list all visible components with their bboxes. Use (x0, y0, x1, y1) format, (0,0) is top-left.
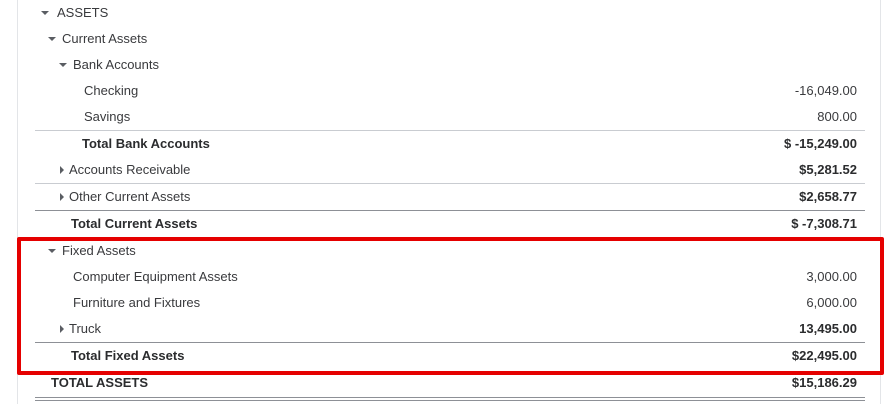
total-current-assets-label: Total Current Assets (71, 216, 198, 231)
row-truck[interactable]: Truck 13,495.00 (0, 316, 892, 342)
report-right-border (880, 0, 881, 404)
row-furniture[interactable]: Furniture and Fixtures 6,000.00 (0, 290, 892, 316)
row-current-assets[interactable]: Current Assets (0, 26, 892, 52)
other-current-assets-label: Other Current Assets (69, 189, 191, 204)
furniture-label[interactable]: Furniture and Fixtures (73, 295, 201, 310)
caret-right-icon[interactable] (57, 184, 67, 210)
caret-down-icon[interactable] (58, 52, 68, 78)
computer-equipment-label[interactable]: Computer Equipment Assets (73, 269, 238, 284)
row-assets[interactable]: ASSETS (0, 0, 892, 26)
accounts-receivable-label: Accounts Receivable (69, 162, 191, 177)
computer-equipment-amount[interactable]: 3,000.00 (806, 269, 857, 284)
savings-label[interactable]: Savings (84, 109, 131, 124)
row-total-current-assets: Total Current Assets $ -7,308.71 (0, 211, 892, 237)
row-total-fixed-assets: Total Fixed Assets $22,495.00 (0, 343, 892, 369)
double-underline-top (35, 397, 865, 398)
row-accounts-receivable[interactable]: Accounts Receivable $5,281.52 (0, 157, 892, 183)
bank-accounts-label: Bank Accounts (73, 57, 159, 72)
divider (35, 130, 865, 131)
savings-amount[interactable]: 800.00 (817, 109, 857, 124)
divider (35, 342, 865, 343)
total-assets-label: TOTAL ASSETS (51, 375, 149, 390)
row-total-bank-accounts: Total Bank Accounts $ -15,249.00 (0, 131, 892, 157)
fixed-assets-label: Fixed Assets (62, 243, 136, 258)
report-left-border (17, 0, 18, 404)
other-current-assets-amount[interactable]: $2,658.77 (799, 189, 857, 204)
truck-amount[interactable]: 13,495.00 (799, 321, 857, 336)
caret-down-icon[interactable] (47, 26, 57, 52)
row-savings[interactable]: Savings 800.00 (0, 104, 892, 130)
row-computer-equipment[interactable]: Computer Equipment Assets 3,000.00 (0, 264, 892, 290)
total-fixed-assets-amount[interactable]: $22,495.00 (791, 348, 857, 363)
accounts-receivable-amount[interactable]: $5,281.52 (799, 162, 857, 177)
total-fixed-assets-label: Total Fixed Assets (71, 348, 185, 363)
assets-label: ASSETS (57, 5, 109, 20)
current-assets-label: Current Assets (62, 31, 148, 46)
total-assets-amount[interactable]: $15,186.29 (791, 375, 857, 390)
total-bank-accounts-label: Total Bank Accounts (82, 136, 210, 151)
divider (35, 183, 865, 184)
divider (35, 210, 865, 211)
row-total-assets: TOTAL ASSETS $15,186.29 (0, 370, 892, 396)
total-current-assets-amount[interactable]: $ -7,308.71 (791, 216, 857, 231)
caret-right-icon[interactable] (57, 316, 67, 342)
furniture-amount[interactable]: 6,000.00 (806, 295, 857, 310)
row-other-current-assets[interactable]: Other Current Assets $2,658.77 (0, 184, 892, 210)
double-underline-bottom (35, 400, 865, 401)
total-bank-accounts-amount[interactable]: $ -15,249.00 (783, 136, 857, 151)
caret-down-icon[interactable] (47, 238, 57, 264)
caret-down-icon[interactable] (40, 0, 50, 26)
row-checking[interactable]: Checking -16,049.00 (0, 78, 892, 104)
truck-label: Truck (69, 321, 102, 336)
caret-right-icon[interactable] (57, 157, 67, 183)
checking-label[interactable]: Checking (84, 83, 139, 98)
row-fixed-assets[interactable]: Fixed Assets (0, 238, 892, 264)
checking-amount[interactable]: -16,049.00 (794, 83, 857, 98)
row-bank-accounts[interactable]: Bank Accounts (0, 52, 892, 78)
